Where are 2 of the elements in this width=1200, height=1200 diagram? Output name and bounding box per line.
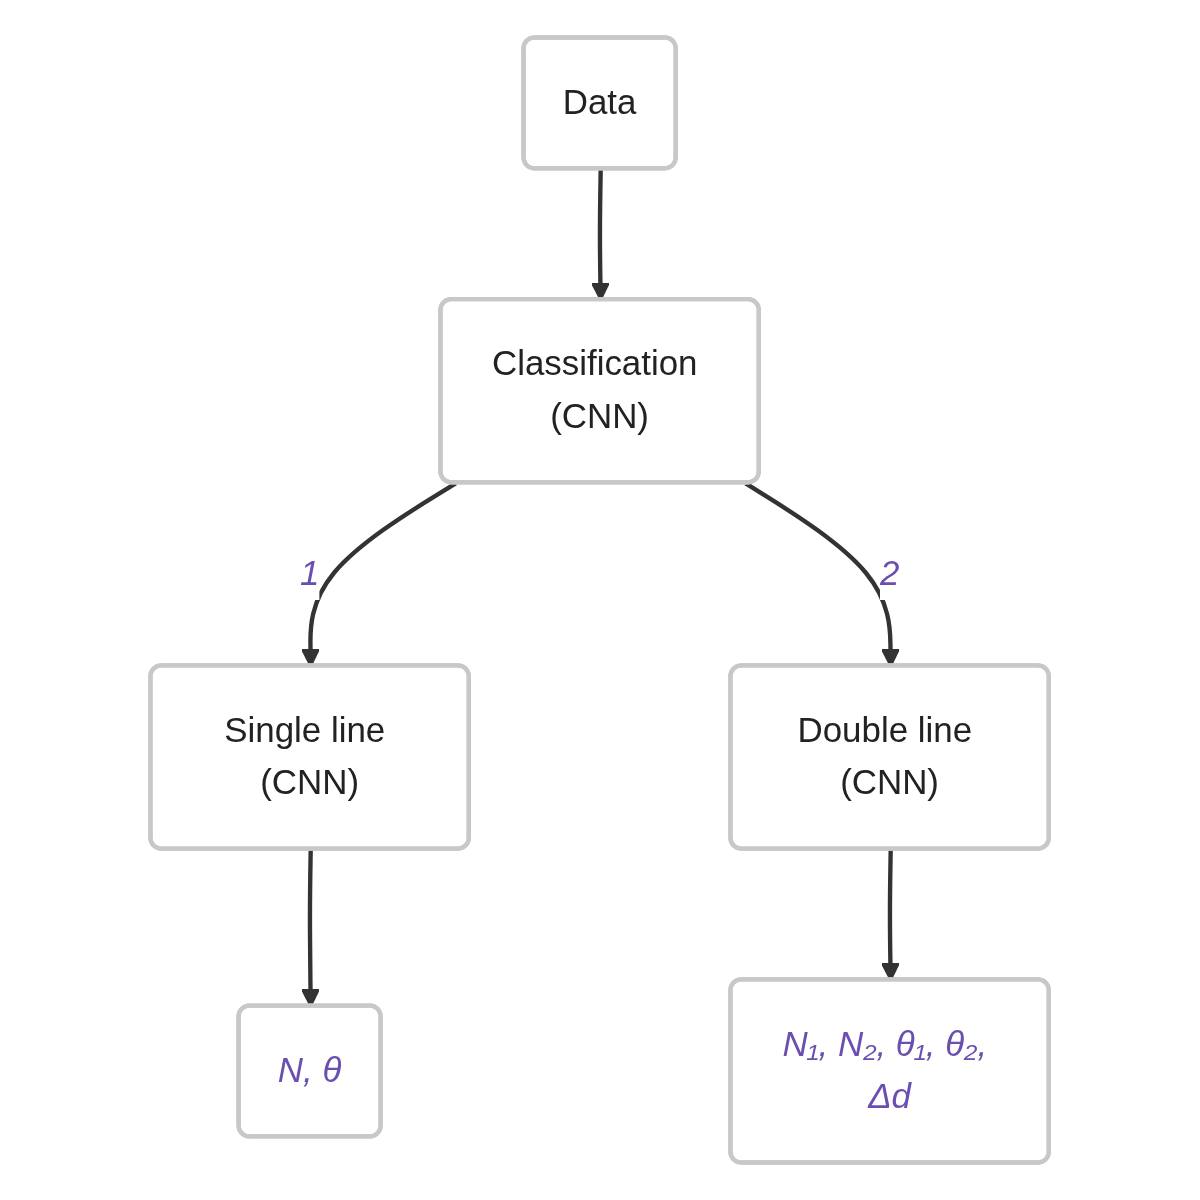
edge-label: 2 — [880, 554, 900, 592]
edge-label: 1 — [300, 554, 320, 592]
